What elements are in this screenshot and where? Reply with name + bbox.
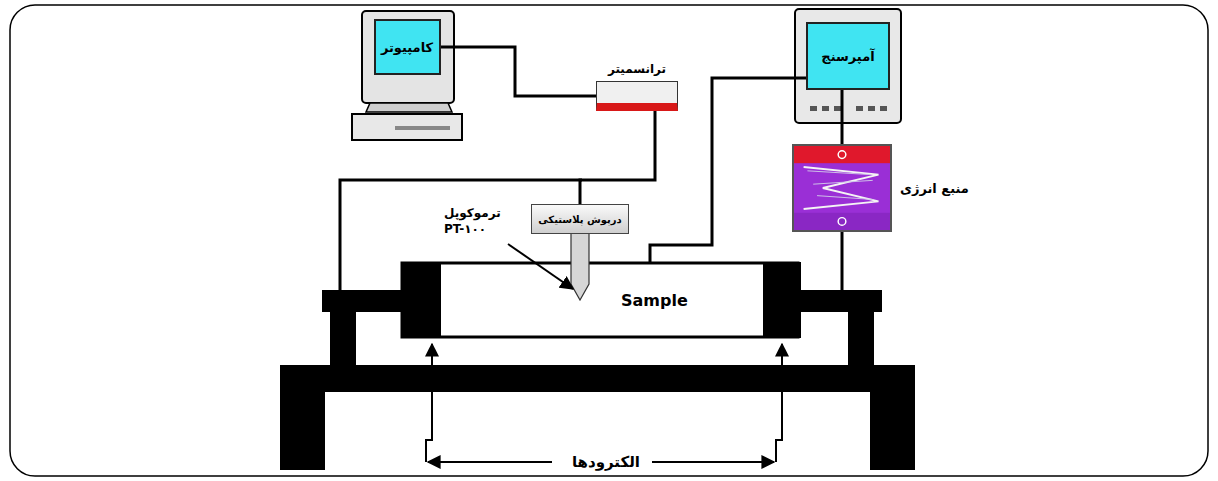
ammeter-housing [795, 9, 901, 123]
electrodes-label: الکترودها [568, 453, 644, 471]
electrode-wire [841, 232, 844, 292]
computer-monitor [362, 11, 454, 103]
transmitter-box: ترانسمیتر [596, 81, 678, 111]
energy-source: منبع انرژی [792, 144, 892, 232]
node-text: آمپرسنج [821, 49, 874, 64]
dimension-arrow [428, 461, 552, 463]
node-text: منبع انرژی [900, 181, 969, 196]
electrode [403, 262, 441, 338]
ammeter-buttons [810, 106, 887, 111]
computer-case [352, 114, 462, 140]
thermocouple-probe [571, 233, 589, 300]
sample-chamber-outline [402, 263, 798, 337]
frame [10, 5, 1208, 476]
dimension-arrow [652, 461, 774, 463]
monitor-stand [366, 103, 452, 112]
support-column [330, 290, 356, 366]
energy-source-symbol [794, 146, 890, 230]
electrode [763, 262, 801, 338]
node-text: Sample [621, 291, 688, 310]
plastic-cap: درپوش پلاستیکی [531, 204, 629, 234]
drive-slot [395, 126, 450, 130]
thermocouple-label: ترموکوپل [444, 206, 501, 220]
base-leg [870, 392, 915, 470]
sample-chamber: Sample [441, 264, 763, 336]
signal-wire [580, 111, 655, 204]
support-column [848, 290, 874, 366]
base-leg [280, 392, 325, 470]
node-text: درپوش پلاستیکی [538, 214, 621, 225]
leader-line [508, 244, 573, 289]
ammeter-screen: آمپرسنج [806, 22, 890, 90]
signal-wire [841, 90, 844, 144]
node-text: کامپیوتر [381, 40, 433, 55]
electrode-arrow [776, 344, 782, 462]
node-text: ترانسمیتر [608, 62, 666, 76]
signal-wire [441, 47, 597, 96]
electrode-arrow [426, 344, 432, 462]
sensor-type-label: PT-۱۰۰ [444, 222, 486, 236]
base-plate [280, 365, 915, 392]
computer-screen: کامپیوتر [374, 19, 441, 75]
